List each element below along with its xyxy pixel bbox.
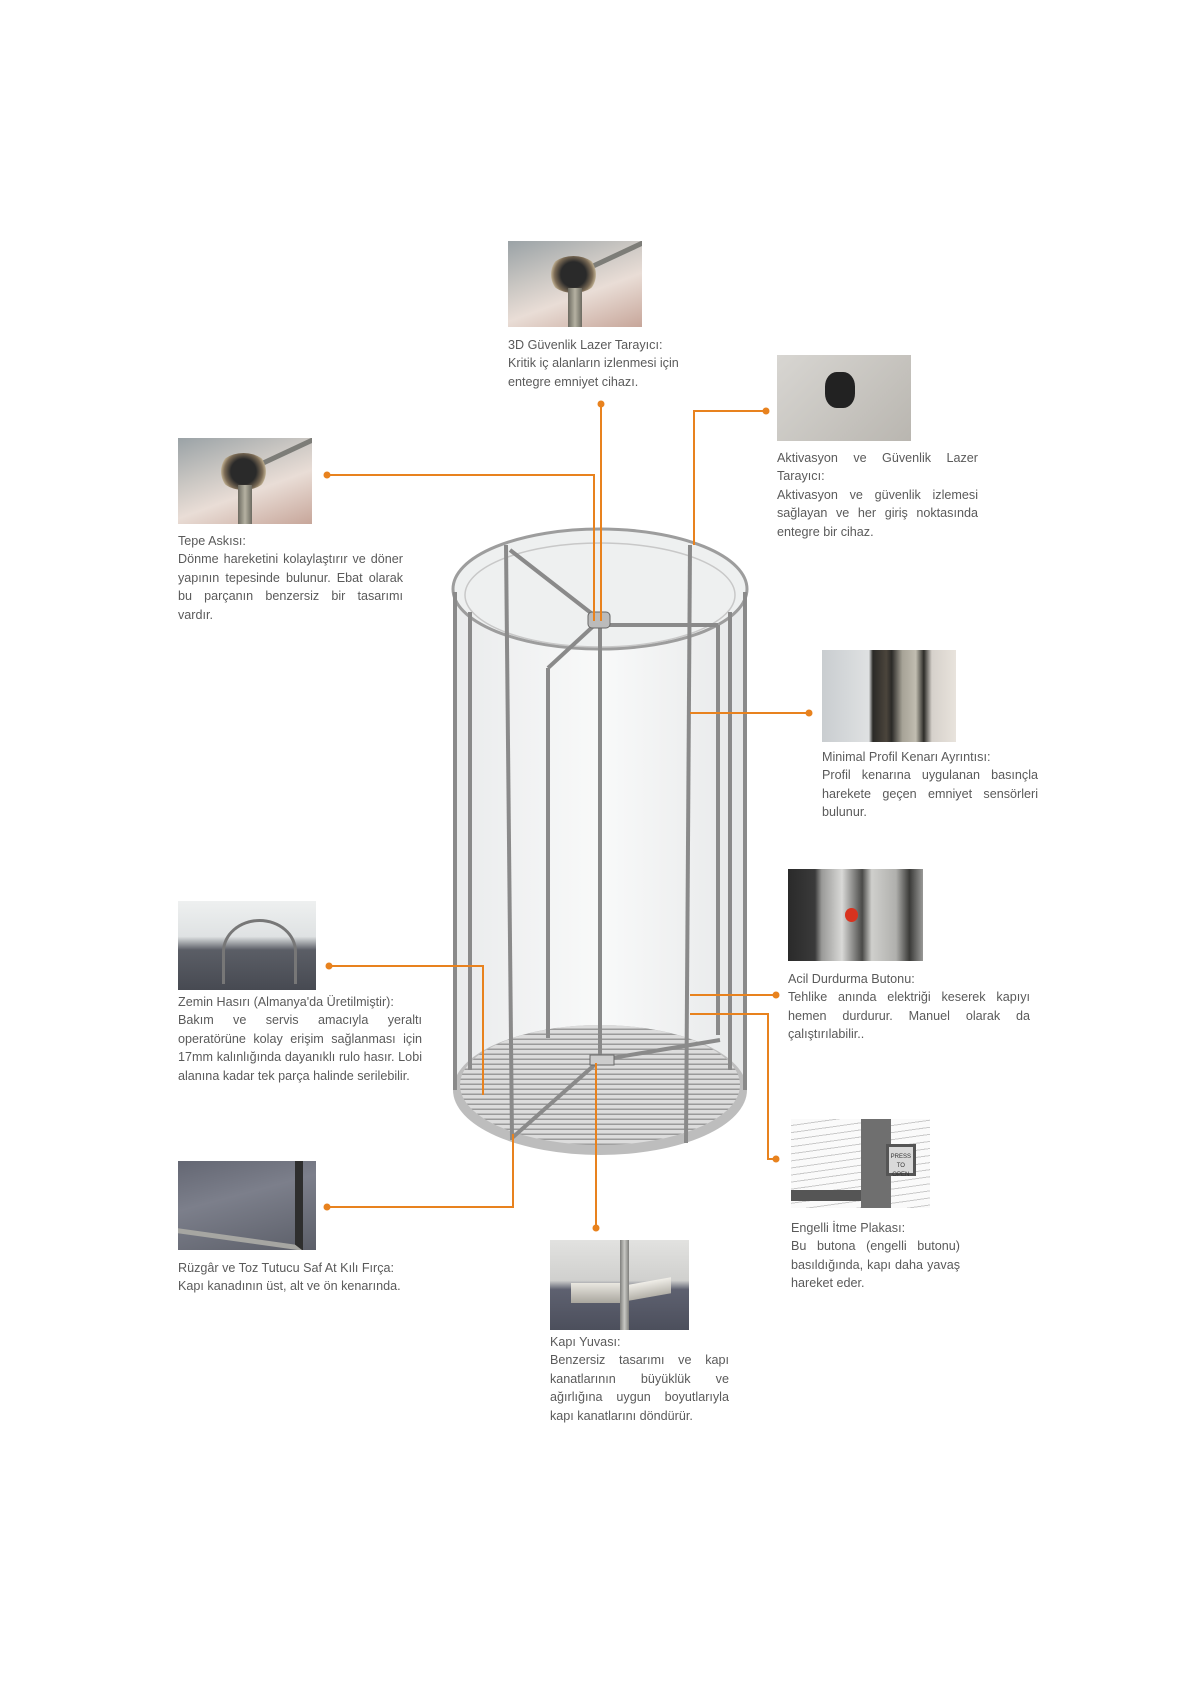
caption-text: Kritik iç alanların izlenmesi için enteg… xyxy=(508,356,679,389)
caption-text: Profil kenarına uygulanan basınçla harek… xyxy=(822,768,1038,820)
top-hanger-caption: Tepe Askısı: Dönme hareketini kolaylaştı… xyxy=(178,532,403,624)
caption-text: Aktivasyon ve güvenlik izlemesi sağlayan… xyxy=(777,487,978,539)
activation-scanner-caption: Aktivasyon ve Güvenlik Lazer Tarayıcı: A… xyxy=(777,449,978,541)
leader-dots xyxy=(323,400,813,1232)
laser-3d-caption: 3D Güvenlik Lazer Tarayıcı: Kritik iç al… xyxy=(508,336,708,391)
caption-title: Tepe Askısı: xyxy=(178,534,246,548)
door-pivot-caption: Kapı Yuvası: Benzersiz tasarımı ve kapı … xyxy=(550,1333,729,1425)
caption-title: Kapı Yuvası: xyxy=(550,1335,621,1349)
door-pivot-photo xyxy=(550,1240,689,1330)
caption-title: Minimal Profil Kenarı Ayrıntısı: xyxy=(822,750,991,764)
activation-scanner-photo xyxy=(777,355,911,441)
caption-title: 3D Güvenlik Lazer Tarayıcı: xyxy=(508,338,663,352)
brush-seal-photo xyxy=(178,1161,316,1250)
profile-edge-caption: Minimal Profil Kenarı Ayrıntısı: Profil … xyxy=(822,748,1038,822)
floor-mat-photo xyxy=(178,901,316,990)
caption-text: Kapı kanadının üst, alt ve ön kenarında. xyxy=(178,1279,401,1294)
caption-text: Bu butona (engelli butonu) basıldığında,… xyxy=(791,1239,960,1291)
top-hanger-photo xyxy=(178,438,312,524)
emergency-stop-photo xyxy=(788,869,923,961)
profile-edge-photo xyxy=(822,650,956,742)
caption-title: Zemin Hasırı (Almanya'da Üretilmiştir): xyxy=(178,995,394,1009)
push-plate-label: PRESS TO OPEN xyxy=(885,1143,917,1178)
caption-text: Bakım ve servis amacıyla yeraltı operatö… xyxy=(178,1013,422,1083)
laser-3d-photo xyxy=(508,241,642,327)
brush-seal-caption: Rüzgâr ve Toz Tutucu Saf At Kılı Fırça: … xyxy=(178,1259,438,1296)
emergency-stop-caption: Acil Durdurma Butonu: Tehlike anında ele… xyxy=(788,970,1030,1044)
caption-title: Aktivasyon ve Güvenlik Lazer Tarayıcı: xyxy=(777,451,978,484)
revolving-door-illustration xyxy=(451,527,749,1155)
push-plate-caption: Engelli İtme Plakası: Bu butona (engelli… xyxy=(791,1219,960,1293)
leader-lines xyxy=(327,404,809,1228)
caption-title: Rüzgâr ve Toz Tutucu Saf At Kılı Fırça: xyxy=(178,1261,395,1275)
push-plate-photo: PRESS TO OPEN xyxy=(791,1119,930,1208)
caption-text: Dönme hareketini kolaylaştırır ve döner … xyxy=(178,552,403,622)
caption-text: Benzersiz tasarımı ve kapı kanatlarının … xyxy=(550,1353,729,1423)
floor-mat-caption: Zemin Hasırı (Almanya'da Üretilmiştir): … xyxy=(178,993,422,1085)
caption-title: Acil Durdurma Butonu: xyxy=(788,972,915,986)
caption-text: Tehlike anında elektriği keserek kapıyı … xyxy=(788,990,1030,1042)
caption-title: Engelli İtme Plakası: xyxy=(791,1221,906,1235)
